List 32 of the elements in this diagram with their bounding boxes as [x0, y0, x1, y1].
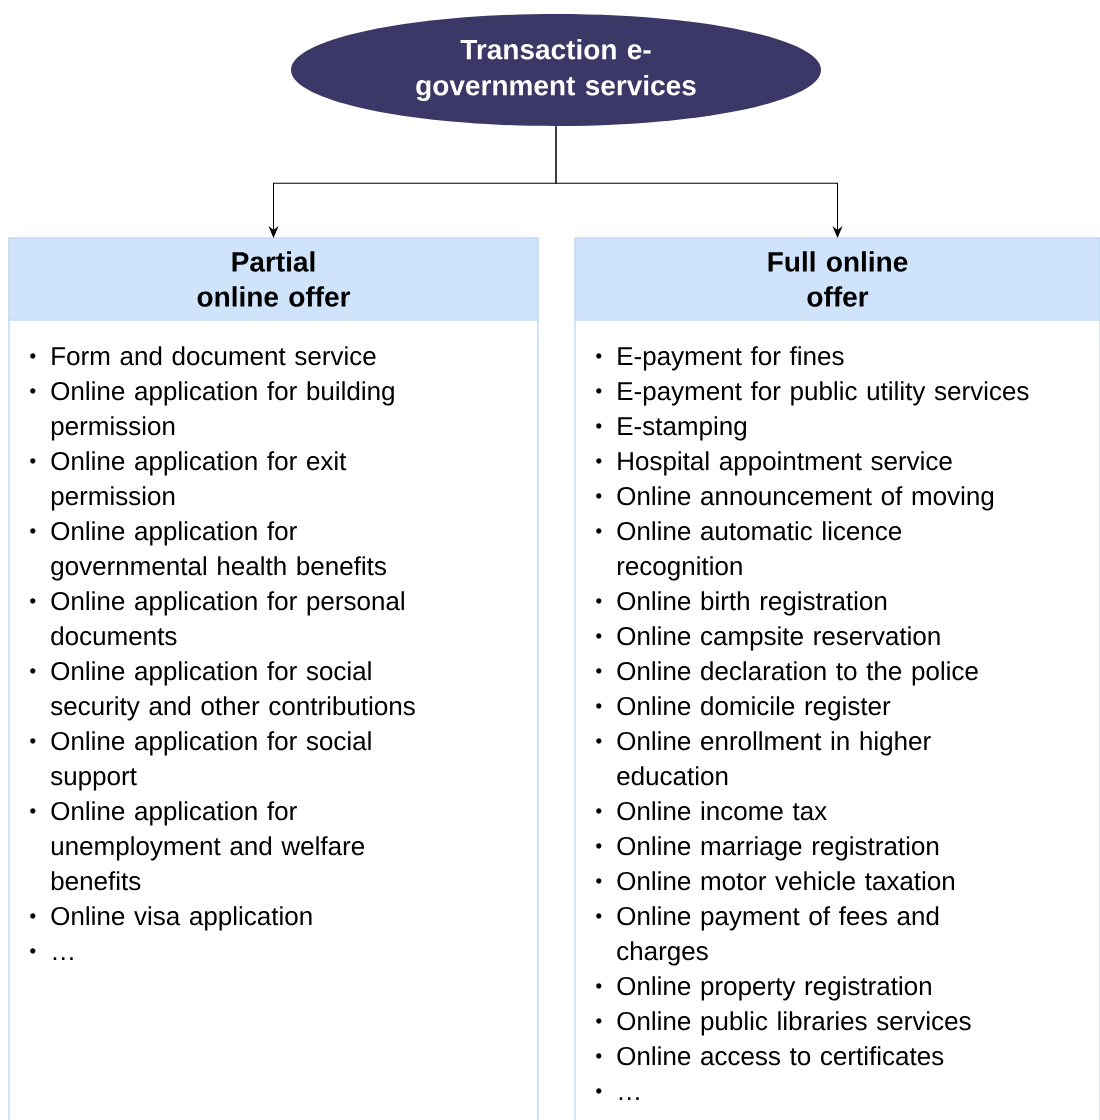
list-item: Online payment of fees and charges [596, 906, 939, 966]
list-item: Online birth registration [596, 591, 887, 616]
list-item: Online automatic licence recognition [596, 521, 902, 581]
list-item: Online campsite reservation [596, 626, 940, 651]
list-item: Online enrollment in higher education [596, 731, 931, 786]
list-item: Online application for governmental health benefits [30, 521, 386, 581]
list-item: Online public libraries services [596, 1011, 971, 1036]
list-item: E-stamping [596, 416, 746, 441]
list-item: Online access to certificates [596, 1046, 944, 1066]
list-item: Online income tax [596, 801, 827, 821]
list-item: … [30, 948, 73, 961]
list-item: Online domicile register [596, 696, 891, 721]
list-item: Online visa application [30, 906, 312, 931]
list-item: Online declaration to the police [596, 661, 978, 686]
list-item: Online motor vehicle taxation [596, 871, 955, 891]
list-item: Form and document service [30, 346, 376, 366]
list-item: Online announcement of moving [596, 486, 994, 511]
list-item: Online marriage registration [596, 836, 939, 861]
list-item: E-payment for fines [596, 346, 844, 371]
list-item: Online application for unemployment and welfare benefits [30, 801, 365, 891]
list-item: Online application for exit permission [30, 451, 347, 511]
arrow [555, 125, 842, 238]
list-item: Online application for social security and other contributions [30, 661, 415, 721]
list-item: E-payment for public utility services [596, 381, 1029, 406]
panel-header: Full online offer [574, 237, 1100, 321]
list-item: Online application for personal documents [30, 591, 404, 646]
list-item: Online application for building permission [30, 381, 394, 441]
list-item: Online application for social support [30, 731, 371, 791]
list-item: Online property registration [596, 976, 931, 1001]
list-item: Hospital appointment service [596, 451, 952, 476]
panel-header: Partial online offer [8, 237, 539, 321]
list-item: … [596, 1088, 639, 1101]
